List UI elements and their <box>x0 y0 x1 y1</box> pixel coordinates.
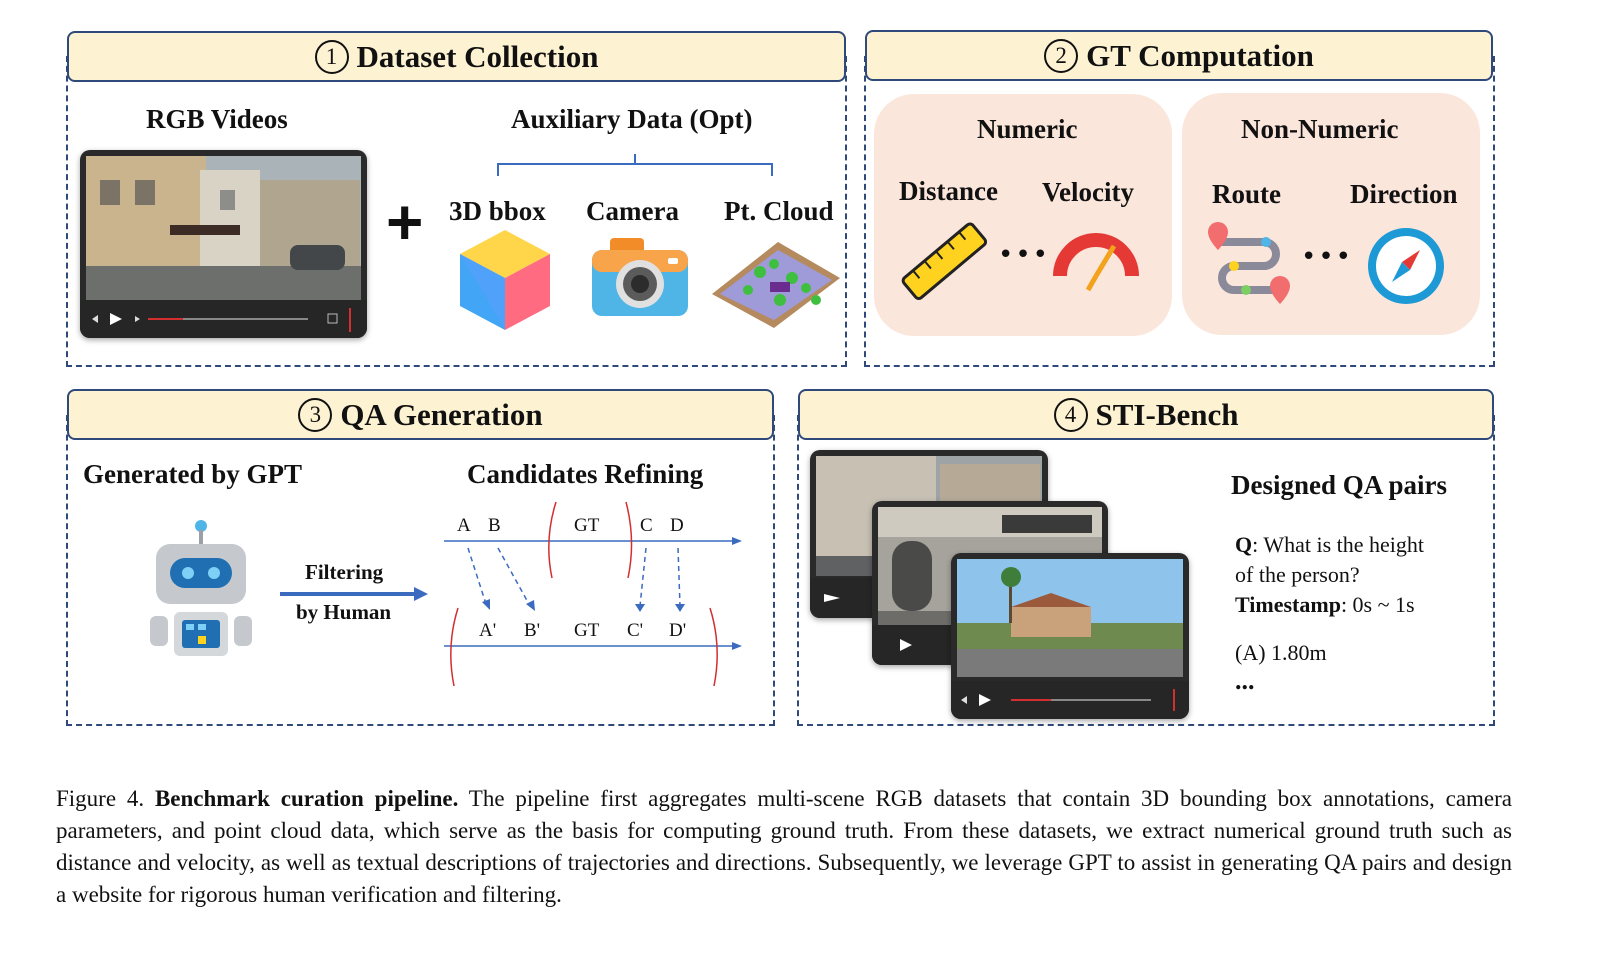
candidate-top-d: D <box>670 515 684 536</box>
route-label: Route <box>1212 179 1281 209</box>
distance-label: Distance <box>899 176 998 206</box>
generated-by-gpt-label: Generated by GPT <box>83 459 302 489</box>
candidate-bottom-gt: GT <box>574 620 600 641</box>
plus-sign: + <box>386 186 424 258</box>
step-number: 2 <box>1044 38 1079 73</box>
timestamp-value: : 0s ~ 1s <box>1340 592 1415 617</box>
question-text: : What is the height <box>1252 532 1425 557</box>
question-label: Q <box>1235 532 1253 557</box>
candidate-bottom-c: C' <box>627 620 644 641</box>
qa-question-cont: of the person? <box>1235 562 1360 587</box>
qa-more-ellipsis: ... <box>1235 666 1255 695</box>
step-number: 1 <box>314 39 349 74</box>
direction-label: Direction <box>1350 179 1458 209</box>
step-number: 3 <box>298 397 333 432</box>
caption-body: The pipeline first aggregates multi-scen… <box>56 786 1512 907</box>
route-icon <box>1208 222 1290 304</box>
candidates-refining-label: Candidates Refining <box>467 459 704 489</box>
non-numeric-title: Non-Numeric <box>1241 114 1399 144</box>
street-scene-image <box>86 156 361 301</box>
rgb-video-thumbnail <box>80 150 367 338</box>
panel-title: Dataset Collection <box>356 38 599 74</box>
candidate-top-c: C <box>640 515 653 536</box>
candidate-refining-diagram <box>444 501 742 687</box>
aux-bracket <box>497 154 773 176</box>
suburban-street-image <box>957 559 1183 677</box>
candidate-bottom-d: D' <box>669 620 687 641</box>
candidate-bottom-a: A' <box>479 620 497 641</box>
timestamp-label: Timestamp <box>1235 592 1341 617</box>
camera-icon <box>592 238 688 316</box>
point-cloud-icon <box>712 242 840 328</box>
figure-caption: Figure 4. Benchmark curation pipeline. T… <box>56 783 1512 911</box>
panel-title: STI-Bench <box>1095 396 1239 432</box>
video-thumbnail-front[interactable] <box>951 553 1189 719</box>
designed-qa-pairs-title: Designed QA pairs <box>1231 470 1448 500</box>
robot-icon <box>150 520 252 656</box>
gt-computation-header: 2 GT Computation <box>865 30 1493 81</box>
step-number: 4 <box>1053 397 1088 432</box>
dataset-collection-header: 1 Dataset Collection <box>67 31 846 82</box>
compass-icon <box>1368 228 1444 304</box>
auxiliary-data-label: Auxiliary Data (Opt) <box>511 104 753 134</box>
video-controls[interactable] <box>951 681 1189 719</box>
numeric-title: Numeric <box>977 114 1078 144</box>
3d-box-icon <box>460 230 550 330</box>
qa-timestamp: Timestamp: 0s ~ 1s <box>1235 590 1415 620</box>
candidate-top-a: A <box>457 515 471 536</box>
qa-generation-header: 3 QA Generation <box>67 389 774 440</box>
qa-option-a: (A) 1.80m <box>1235 640 1327 665</box>
qa-question: Q: What is the height <box>1235 530 1424 560</box>
non-numeric-ellipsis: ••• <box>1301 242 1354 272</box>
rgb-videos-label: RGB Videos <box>146 104 288 134</box>
speedometer-icon <box>1053 233 1139 292</box>
numeric-ellipsis: ••• <box>998 240 1051 270</box>
caption-prefix: Figure 4. <box>56 786 145 811</box>
ruler-icon <box>901 222 988 300</box>
caption-bold-title: Benchmark curation pipeline. <box>154 786 459 811</box>
candidate-bottom-b: B' <box>524 620 541 641</box>
aux-item-3d-bbox: 3D bbox <box>449 196 546 226</box>
sti-bench-header: 4 STI-Bench <box>798 389 1494 440</box>
by-human-label: by Human <box>296 600 392 624</box>
panel-title: QA Generation <box>340 396 543 432</box>
aux-item-point-cloud: Pt. Cloud <box>724 196 834 226</box>
candidate-top-b: B <box>488 515 501 536</box>
filtering-label: Filtering <box>305 560 384 584</box>
video-controls[interactable] <box>80 300 367 338</box>
filter-arrow <box>280 587 428 601</box>
panel-title: GT Computation <box>1086 37 1314 73</box>
velocity-label: Velocity <box>1042 177 1134 207</box>
candidate-top-gt: GT <box>574 515 600 536</box>
aux-item-camera: Camera <box>586 196 679 226</box>
